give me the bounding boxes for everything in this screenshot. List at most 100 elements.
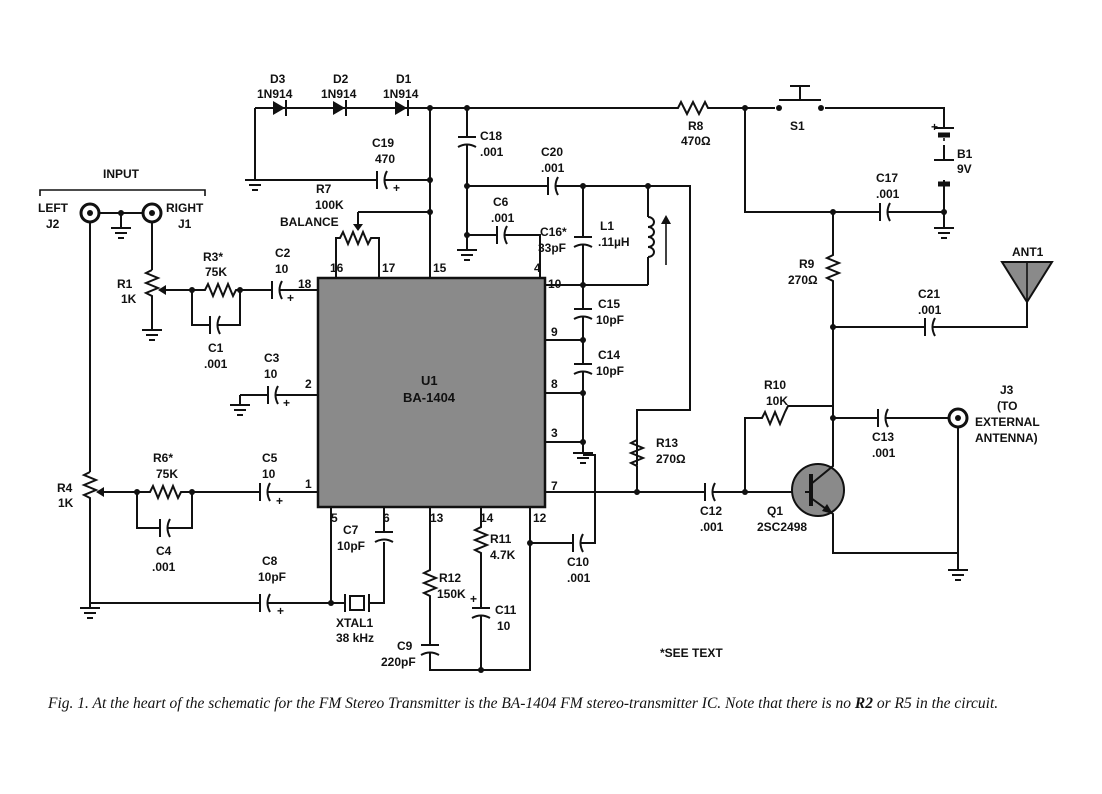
j3-line1: (TO (997, 399, 1017, 413)
input-label: INPUT (103, 167, 140, 181)
r10-ref: R10 (764, 378, 786, 392)
c19-ref: C19 (372, 136, 394, 150)
c2-value: 10 (275, 262, 289, 276)
battery-b1 (934, 127, 954, 187)
vcc-wire (744, 108, 880, 213)
pin-8: 8 (551, 377, 558, 391)
pin-13: 13 (430, 511, 444, 525)
c11-plus: + (470, 592, 477, 606)
r7-ref: R7 (316, 182, 332, 196)
ground-j3 (948, 569, 968, 581)
r9-ref: R9 (799, 257, 815, 271)
junction (580, 337, 586, 343)
c7-value: 10pF (337, 539, 365, 553)
right-label: RIGHT (166, 201, 204, 215)
pin-6: 6 (383, 511, 390, 525)
capacitor-c4 (136, 492, 193, 538)
c2-ref: C2 (275, 246, 291, 260)
pin-4: 4 (534, 261, 541, 275)
u1-ref: U1 (421, 373, 438, 388)
capacitor-c11 (471, 607, 491, 670)
c3-ref: C3 (264, 351, 280, 365)
c3-plus: + (283, 396, 290, 410)
c17-ref: C17 (876, 171, 898, 185)
r4-value: 1K (58, 496, 74, 510)
input-bracket (39, 189, 206, 196)
c21-value: .001 (918, 303, 942, 317)
ground-c18 (457, 249, 477, 261)
d2-value: 1N914 (321, 87, 357, 101)
d1-ref: D1 (396, 72, 412, 86)
c4-ref: C4 (156, 544, 172, 558)
r7-value: 100K (315, 198, 344, 212)
c6-value: .001 (491, 211, 515, 225)
pin-3: 3 (551, 426, 558, 440)
c1-value: .001 (204, 357, 228, 371)
capacitor-c3 (230, 385, 318, 416)
j3-line2: EXTERNAL (975, 415, 1040, 429)
ground-b1 (934, 225, 954, 239)
b1-ref: B1 (957, 147, 973, 161)
c13-ref: C13 (872, 430, 894, 444)
pin-14: 14 (480, 511, 494, 525)
ic-u1-body (316, 276, 547, 509)
resistor-r6 (137, 483, 260, 501)
potentiometer-r7 (335, 211, 430, 278)
resistor-r12 (421, 507, 439, 645)
b1-value: 9V (957, 162, 972, 176)
c10-ref: C10 (567, 555, 589, 569)
capacitor-c13 (833, 408, 949, 428)
pin-7: 7 (551, 479, 558, 493)
c1-ref: C1 (208, 341, 224, 355)
r10-value: 10K (766, 394, 788, 408)
antenna-ant1 (1000, 261, 1054, 304)
ground-r4 (80, 603, 100, 619)
capacitor-c15 (573, 285, 593, 364)
caption-text-1: Fig. 1. At the heart of the schematic fo… (48, 695, 855, 712)
resistor-r13 (628, 410, 646, 492)
jack-j2 (79, 202, 101, 224)
r3-value: 75K (205, 265, 227, 279)
j3-line3: ANTENNA) (975, 431, 1038, 445)
left-label: LEFT (38, 201, 69, 215)
see-text-note: *SEE TEXT (660, 646, 723, 660)
resistor-r9 (824, 212, 842, 418)
capacitor-c17 (879, 202, 944, 222)
junction (464, 105, 470, 111)
r3-ref: R3* (203, 250, 223, 264)
diode-d2 (333, 100, 347, 116)
r1-value: 1K (121, 292, 137, 306)
xtal-value: 38 kHz (336, 631, 374, 645)
pin-2: 2 (305, 377, 312, 391)
junction (634, 489, 640, 495)
c5-ref: C5 (262, 451, 278, 465)
switch-s1 (776, 85, 824, 111)
jack-j1 (141, 202, 163, 224)
r1-ref: R1 (117, 277, 133, 291)
capacitor-c1 (191, 290, 241, 335)
junction (580, 439, 586, 445)
r9-value: 270Ω (788, 273, 818, 287)
top-rail-wiring (254, 107, 945, 225)
r13-ref: R13 (656, 436, 678, 450)
c9-ref: C9 (397, 639, 413, 653)
c2-plus: + (287, 291, 294, 305)
ground-d3 (245, 179, 265, 191)
junction (427, 177, 433, 183)
c3-value: 10 (264, 367, 278, 381)
junction (941, 209, 947, 215)
l1-value: .11µH (598, 235, 630, 249)
ground-input (111, 213, 131, 239)
junction (527, 540, 533, 546)
c4-value: .001 (152, 560, 176, 574)
capacitor-c5 (259, 482, 318, 502)
potentiometer-r1 (143, 269, 205, 330)
r4-ref: R4 (57, 481, 73, 495)
junction (742, 105, 748, 111)
c7-ref: C7 (343, 523, 359, 537)
c12-ref: C12 (700, 504, 722, 518)
potentiometer-r4 (81, 471, 137, 603)
r11-ref: R11 (490, 532, 512, 546)
c17-value: .001 (876, 187, 900, 201)
